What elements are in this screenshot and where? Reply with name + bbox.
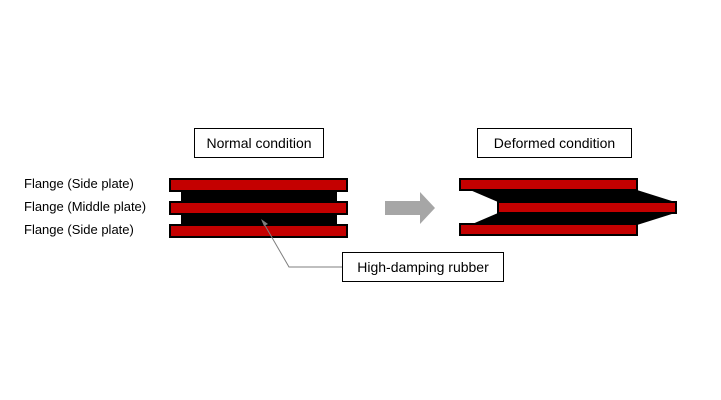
flange-side-plate-top-deformed	[459, 178, 638, 191]
deformed-condition-title: Deformed condition	[477, 128, 632, 158]
transition-arrow-icon	[385, 192, 435, 224]
normal-condition-title: Normal condition	[194, 128, 324, 158]
deformed-bearing	[459, 178, 677, 236]
rubber-callout-label: High-damping rubber	[342, 252, 504, 282]
rubber-layer-upper-deformed	[470, 190, 675, 202]
label-side-plate-top: Flange (Side plate)	[24, 176, 134, 191]
flange-middle-plate	[169, 201, 348, 215]
callout-leader-line	[262, 221, 342, 268]
label-side-plate-bottom: Flange (Side plate)	[24, 222, 134, 237]
normal-bearing	[169, 178, 348, 238]
flange-side-plate-bottom	[169, 224, 348, 238]
rubber-layer-upper	[181, 190, 337, 204]
rubber-layer-lower-deformed	[470, 213, 675, 225]
leader-arrowhead-icon	[261, 219, 268, 226]
rubber-layer-lower	[181, 213, 337, 226]
label-middle-plate: Flange (Middle plate)	[24, 199, 147, 214]
flange-middle-plate-deformed	[497, 201, 677, 214]
flange-side-plate-bottom-deformed	[459, 223, 638, 236]
flange-side-plate-top	[169, 178, 348, 192]
